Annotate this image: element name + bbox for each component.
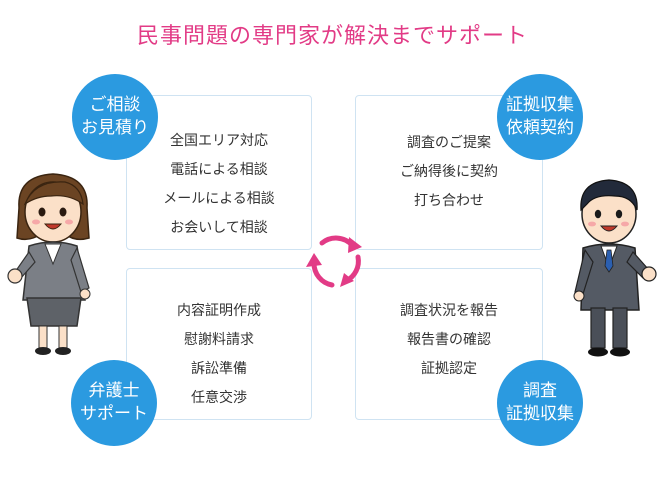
lawyer-item: 内容証明作成 — [177, 303, 261, 319]
badge-line: サポート — [80, 404, 148, 424]
lawyer-item: 慰謝料請求 — [184, 332, 254, 348]
badge-line: 弁護士 — [88, 381, 140, 401]
contract-item: 調査のご提案 — [407, 135, 491, 151]
contract-item: ご納得後に契約 — [400, 164, 498, 180]
lawyer-item: 訴訟準備 — [191, 361, 247, 377]
consult-badge: ご相談 お見積り — [72, 74, 158, 160]
lawyer-card: 内容証明作成 慰謝料請求 訴訟準備 任意交渉 — [126, 268, 312, 420]
consult-item: 全国エリア対応 — [170, 133, 268, 149]
cycle-arrows-icon — [306, 235, 362, 288]
investigate-item: 証拠認定 — [421, 361, 477, 377]
badge-line: お見積り — [81, 118, 149, 138]
businessman-illustration — [573, 179, 657, 357]
lawyer-badge: 弁護士 サポート — [71, 360, 157, 446]
investigate-badge: 調査 証拠収集 — [497, 360, 583, 446]
lawyer-item: 任意交渉 — [191, 390, 247, 406]
investigate-item: 報告書の確認 — [407, 332, 491, 348]
consult-item: お会いして相談 — [170, 220, 268, 236]
page-title: 民事問題の専門家が解決までサポート — [136, 24, 528, 49]
badge-line: ご相談 — [89, 95, 141, 115]
consult-item: メールによる相談 — [163, 191, 275, 207]
badge-line: 依頼契約 — [506, 118, 574, 138]
consult-item: 電話による相談 — [170, 162, 268, 178]
badge-line: 証拠収集 — [506, 404, 574, 424]
investigate-item: 調査状況を報告 — [400, 303, 498, 319]
badge-line: 証拠収集 — [506, 95, 574, 115]
badge-line: 調査 — [523, 381, 557, 401]
investigate-card: 調査状況を報告 報告書の確認 証拠認定 — [355, 268, 543, 420]
contract-badge: 証拠収集 依頼契約 — [497, 74, 583, 160]
businesswoman-illustration — [7, 173, 91, 355]
contract-item: 打ち合わせ — [414, 193, 484, 209]
